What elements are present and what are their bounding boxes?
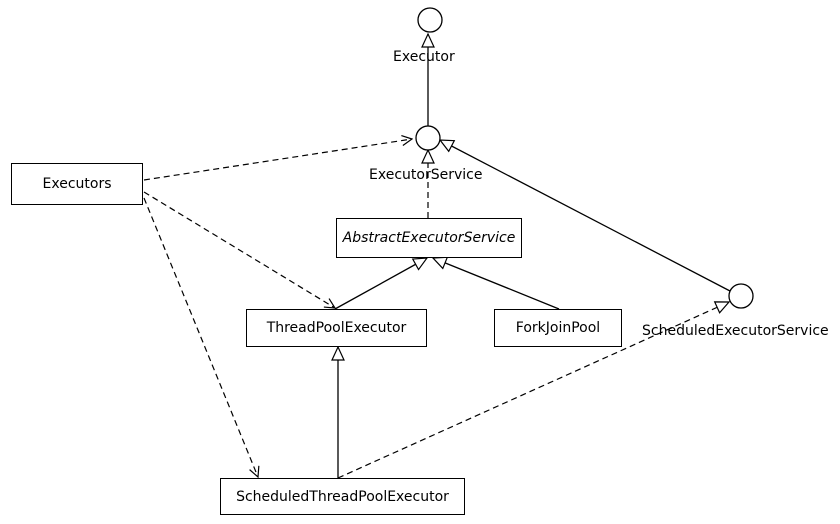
executor-interface-icon (417, 7, 443, 33)
executors-depends-thread-pool-executor (143, 191, 335, 308)
executors-depends-executor-service (143, 139, 412, 181)
executors-class-box: Executors (11, 163, 143, 205)
scheduled-thread-pool-executor-class-box: ScheduledThreadPoolExecutor (220, 478, 465, 515)
thread-pool-executor-extends-abstract (334, 257, 429, 310)
thread-pool-executor-class-label: ThreadPoolExecutor (266, 320, 407, 336)
fork-join-pool-class-box: ForkJoinPool (494, 309, 622, 347)
abstract-executor-service-class-box: AbstractExecutorService (336, 218, 522, 258)
executors-class-label: Executors (42, 176, 112, 192)
scheduled-executor-service-interface-icon (728, 283, 754, 309)
scheduled-thread-pool-executor-class-label: ScheduledThreadPoolExecutor (236, 488, 449, 505)
thread-pool-executor-class-box: ThreadPoolExecutor (246, 309, 427, 347)
scheduled-executor-service-label: ScheduledExecutorService (642, 323, 829, 339)
executors-depends-scheduled-thread-pool-executor (143, 197, 258, 477)
abstract-executor-service-class-label: AbstractExecutorService (342, 230, 516, 246)
executor-service-label: ExecutorService (369, 167, 483, 183)
scheduled-executor-service-extends-executor-service (438, 139, 731, 292)
fork-join-pool-class-label: ForkJoinPool (515, 320, 601, 336)
scheduled-thread-pool-executor-implements-scheduled-executor-service (337, 301, 731, 479)
executor-service-interface-icon (415, 125, 441, 151)
fork-join-pool-extends-abstract (431, 256, 560, 310)
executor-label: Executor (393, 49, 455, 65)
